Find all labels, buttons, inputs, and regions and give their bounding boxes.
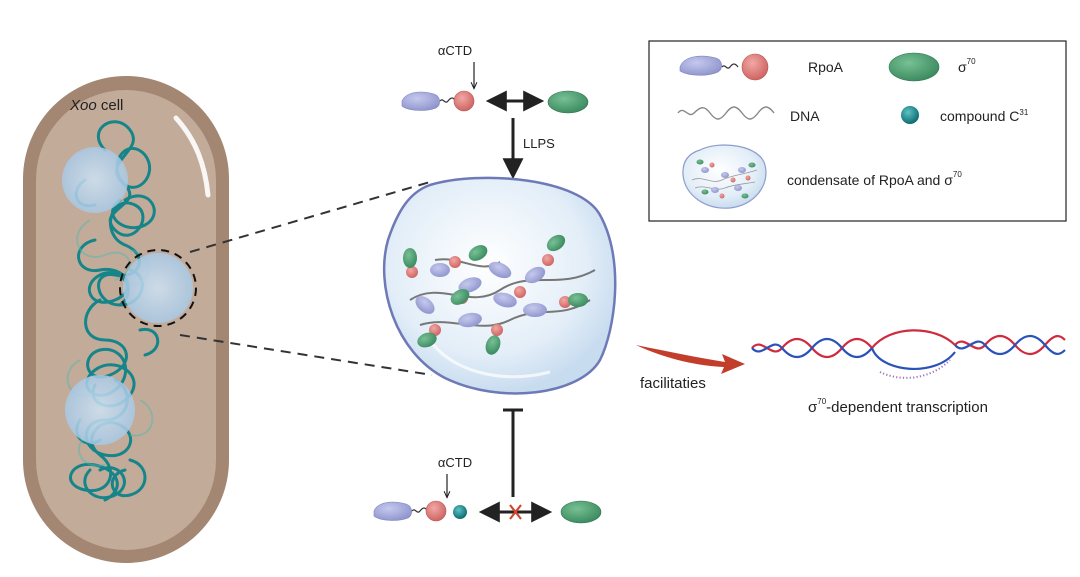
droplet-highlight (428, 339, 551, 379)
compound-c31-bound (453, 505, 467, 519)
droplet-membrane (382, 176, 617, 395)
blocked-x-icon (509, 504, 522, 520)
actd-label-top: αCTD (438, 43, 472, 58)
legend-rpoa-label: RpoA (808, 59, 844, 75)
cell-label: Xoo cell (69, 97, 123, 114)
legend-condensate-label: condensate of RpoA and σ70 (787, 170, 962, 188)
inhibition (503, 408, 523, 497)
legend: RpoA σ70 DNA compound C31 c (648, 40, 1067, 222)
sigma70-protein-top (547, 90, 589, 114)
cell-highlight (173, 115, 211, 198)
actd-label-bottom: αCTD (438, 455, 472, 470)
condensate-blob-2 (123, 253, 193, 323)
top-interaction: αCTD LLPS (401, 43, 589, 180)
legend-sigma-label: σ70 (958, 57, 976, 75)
condensate-blob-3 (65, 375, 135, 445)
legend-sigma-icon (888, 52, 940, 82)
llps-label: LLPS (523, 136, 555, 151)
condensate-blob-1 (62, 147, 128, 213)
zoom-line-upper (189, 181, 431, 253)
facilitate-arrow-shape (636, 345, 745, 374)
legend-dna-label: DNA (790, 108, 820, 124)
condensate-droplet (382, 176, 617, 395)
xoo-cell: Xoo cell (23, 76, 229, 563)
cell-cytoplasm (36, 90, 216, 550)
rpoa-protein-top (401, 90, 475, 112)
legend-compound-icon (901, 106, 919, 124)
droplet-proteins (403, 234, 588, 355)
legend-compound-label: compound C31 (940, 108, 1029, 124)
facilitate-arrow: facilitaties (636, 345, 745, 392)
zoom-circle (119, 249, 197, 327)
transcription-label: σ70-dependent transcription (808, 397, 988, 416)
sigma70-protein-bottom (560, 500, 602, 524)
zoom-line-lower (179, 334, 433, 376)
legend-condensate-icon (682, 144, 767, 209)
transcription-dna (751, 329, 1066, 379)
legend-dna-icon (677, 106, 775, 120)
bottom-interaction: αCTD (373, 455, 602, 524)
facilitate-label: facilitaties (640, 375, 706, 392)
rpoa-protein-bottom (373, 500, 447, 522)
legend-rpoa-icon (679, 53, 769, 81)
